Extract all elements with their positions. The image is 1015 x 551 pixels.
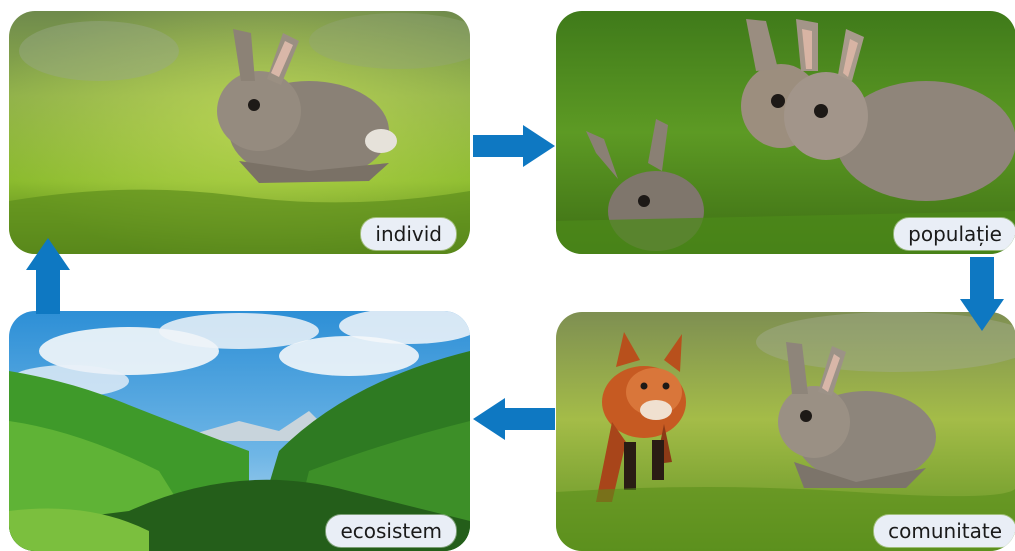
- panel-populatie: populație: [556, 11, 1015, 254]
- panel-ecosistem: ecosistem: [9, 311, 470, 551]
- arrow-left-icon: [471, 396, 557, 442]
- panel-comunitate: comunitate: [556, 312, 1015, 551]
- label-comunitate: comunitate: [874, 515, 1015, 547]
- arrow-right-icon: [471, 123, 557, 169]
- label-populatie: populație: [894, 218, 1015, 250]
- arrow-down-icon: [958, 255, 1006, 333]
- label-individ: individ: [361, 218, 456, 250]
- panel-individ: individ: [9, 11, 470, 254]
- arrow-up-icon: [24, 236, 72, 316]
- label-ecosistem: ecosistem: [326, 515, 456, 547]
